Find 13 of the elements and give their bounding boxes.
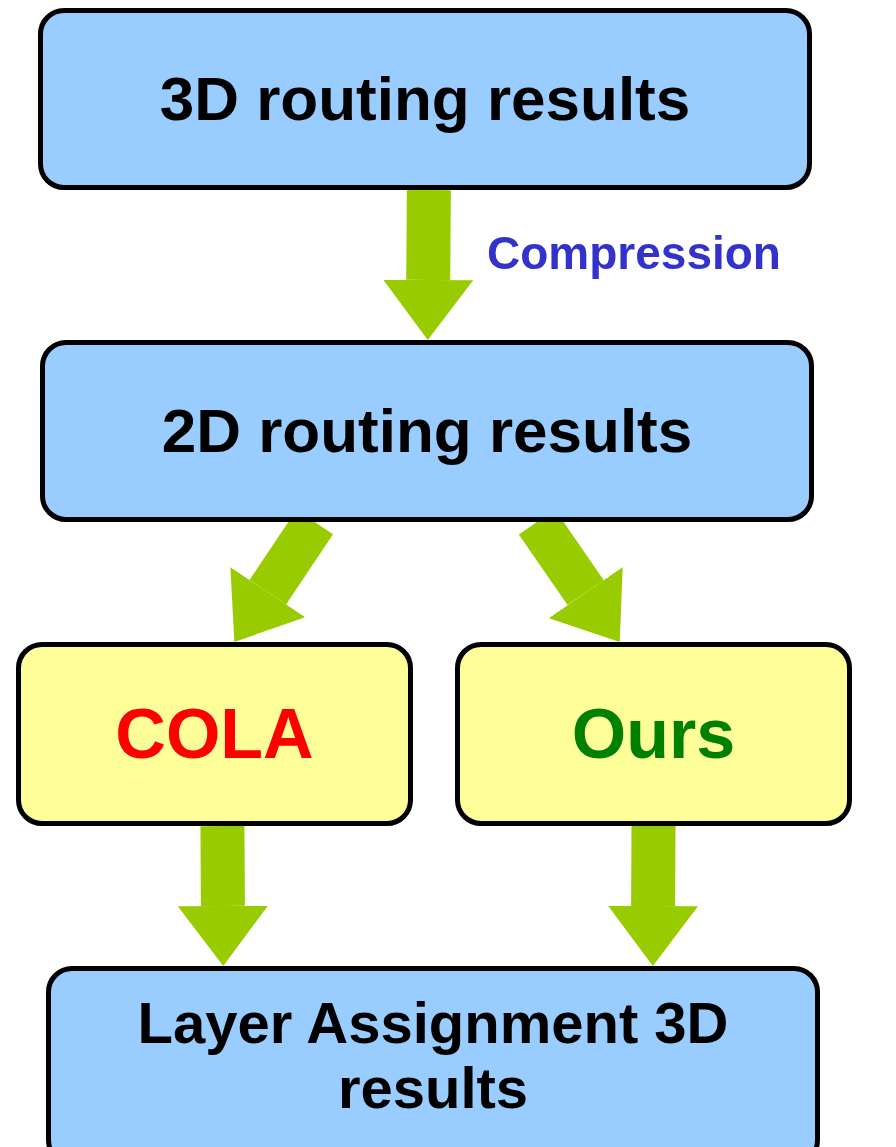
block-arrow [383,189,474,340]
process-box [46,966,820,1147]
box-label: Layer Assignment 3D results [136,991,730,1121]
process-box [455,642,852,826]
process-box [40,340,814,522]
box-label: 3D routing results [159,64,691,134]
process-box [16,642,413,826]
block-arrow [608,825,699,966]
process-box [38,8,812,190]
box-label: 2D routing results [161,396,693,466]
box-label: Ours [571,694,736,774]
box-label: COLA [115,694,314,774]
block-arrow [177,825,268,966]
